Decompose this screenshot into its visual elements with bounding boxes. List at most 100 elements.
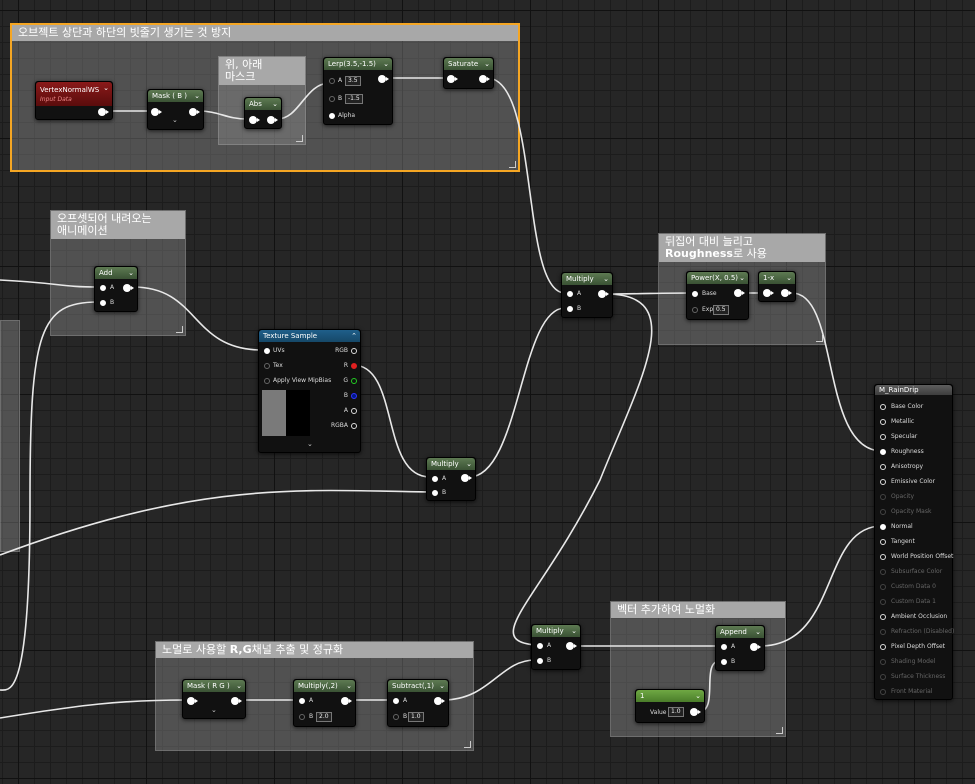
chevron-down-icon[interactable]: ⌄	[603, 275, 609, 283]
node-mask-b[interactable]: Mask ( B )⌄ ⌄	[147, 89, 204, 130]
chevron-down-icon[interactable]: ⌄	[439, 682, 445, 690]
input-pin[interactable]	[187, 697, 198, 705]
input-pin-a[interactable]	[100, 285, 106, 291]
chevron-down-icon[interactable]: ⌄	[128, 269, 134, 277]
material-input-pin[interactable]	[880, 569, 886, 575]
value-a[interactable]: 3.5	[345, 76, 361, 86]
input-pin-b[interactable]	[721, 659, 727, 665]
resize-grip[interactable]	[296, 135, 303, 142]
chevron-down-icon[interactable]: ⌄	[739, 274, 745, 282]
chevron-down-icon[interactable]: ⌄	[307, 440, 313, 448]
input-pin-base[interactable]	[692, 291, 698, 297]
material-input-pin[interactable]	[880, 419, 886, 425]
node-power[interactable]: Power(X, 0.5)⌄ Base Exp 0.5	[686, 271, 749, 320]
node-subtract[interactable]: Subtract(,1)⌄ A B 1.0	[387, 679, 449, 727]
material-input-pin[interactable]	[880, 644, 886, 650]
input-pin-b[interactable]	[537, 658, 543, 664]
material-input-pin[interactable]	[880, 509, 886, 515]
chevron-down-icon[interactable]: ⌄	[194, 92, 200, 100]
node-header[interactable]: Saturate⌄	[444, 58, 493, 70]
input-pin-b[interactable]	[299, 714, 305, 720]
output-pin[interactable]	[690, 708, 701, 716]
material-input-pin[interactable]	[880, 479, 886, 485]
chevron-down-icon[interactable]: ⌄	[346, 682, 352, 690]
node-add[interactable]: Add⌄ A B	[94, 266, 138, 312]
material-input-pin[interactable]	[880, 659, 886, 665]
node-header[interactable]: Texture Sample⌃	[259, 330, 360, 342]
material-input-pin[interactable]	[880, 539, 886, 545]
input-pin[interactable]	[249, 116, 260, 124]
material-input-pin[interactable]	[880, 689, 886, 695]
chevron-down-icon[interactable]: ⌄	[484, 60, 490, 68]
chevron-down-icon[interactable]: ⌄	[236, 682, 242, 690]
output-pin[interactable]	[98, 108, 109, 116]
chevron-down-icon[interactable]: ⌄	[695, 692, 701, 700]
input-pin-b[interactable]	[393, 714, 399, 720]
output-pin[interactable]	[781, 289, 792, 297]
input-pin-a[interactable]	[721, 644, 727, 650]
value-input[interactable]: 1.0	[668, 707, 684, 717]
input-pin[interactable]	[763, 289, 774, 297]
node-header[interactable]: Multiply⌄	[532, 625, 580, 637]
resize-grip[interactable]	[776, 727, 783, 734]
input-pin-b[interactable]	[100, 300, 106, 306]
input-pin-a[interactable]	[299, 698, 305, 704]
input-pin-exp[interactable]	[692, 307, 698, 313]
output-pin[interactable]	[123, 284, 134, 292]
node-one-minus[interactable]: 1-x⌄	[758, 271, 796, 302]
chevron-down-icon[interactable]: ⌄	[383, 60, 389, 68]
node-header[interactable]: M_RainDrip	[875, 385, 952, 395]
value-b[interactable]: 2.0	[316, 712, 332, 722]
material-input-pin[interactable]	[880, 434, 886, 440]
node-header[interactable]: Lerp(3.5,-1.5)⌄	[324, 58, 392, 70]
output-pin[interactable]	[479, 75, 490, 83]
material-input-pin[interactable]	[880, 674, 886, 680]
input-pin-a[interactable]	[537, 643, 543, 649]
value-exp[interactable]: 0.5	[713, 305, 729, 315]
material-input-pin[interactable]	[880, 554, 886, 560]
input-pin-a[interactable]	[432, 476, 438, 482]
output-pin[interactable]	[267, 116, 278, 124]
output-pin[interactable]	[598, 290, 609, 298]
input-pin-b[interactable]	[432, 490, 438, 496]
node-multiply-top[interactable]: Multiply⌄ A B	[561, 272, 613, 318]
resize-grip[interactable]	[176, 326, 183, 333]
output-pin[interactable]	[434, 697, 445, 705]
material-input-pin[interactable]	[880, 464, 886, 470]
comment-left-edge[interactable]	[0, 320, 20, 552]
node-header[interactable]: Subtract(,1)⌄	[388, 680, 448, 692]
node-header[interactable]: Multiply(,2)⌄	[294, 680, 355, 692]
resize-grip[interactable]	[816, 335, 823, 342]
node-mask-rg[interactable]: Mask ( R G )⌄ ⌄	[182, 679, 246, 719]
input-pin-tex[interactable]	[264, 363, 270, 369]
resize-grip[interactable]	[464, 741, 471, 748]
chevron-down-icon[interactable]: ⌄	[272, 100, 278, 108]
node-multiply-mid[interactable]: Multiply⌄ A B	[426, 457, 476, 501]
output-pin-a[interactable]	[351, 408, 357, 414]
chevron-up-icon[interactable]: ⌃	[351, 332, 357, 340]
output-pin-b[interactable]	[351, 393, 357, 399]
chevron-down-icon[interactable]: ⌄	[571, 627, 577, 635]
chevron-down-icon[interactable]: ⌄	[786, 274, 792, 282]
material-input-pin[interactable]	[880, 449, 886, 455]
input-pin-mip[interactable]	[264, 378, 270, 384]
node-texture-sample[interactable]: Texture Sample⌃ UVs Tex Apply View MipBi…	[258, 329, 361, 453]
input-pin-b[interactable]	[567, 306, 573, 312]
node-header[interactable]: Multiply⌄	[562, 273, 612, 285]
chevron-down-icon[interactable]: ⌄	[172, 116, 178, 124]
output-pin[interactable]	[750, 643, 761, 651]
output-pin[interactable]	[378, 75, 389, 83]
material-input-pin[interactable]	[880, 614, 886, 620]
node-header[interactable]: Append⌄	[716, 626, 764, 638]
node-header[interactable]: 1⌄	[636, 690, 704, 702]
output-pin-r[interactable]	[351, 363, 357, 369]
material-input-pin[interactable]	[880, 494, 886, 500]
node-header[interactable]: Mask ( R G )⌄	[183, 680, 245, 692]
node-append[interactable]: Append⌄ A B	[715, 625, 765, 671]
node-header[interactable]: Multiply⌄	[427, 458, 475, 470]
node-header[interactable]: Abs⌄	[245, 98, 281, 110]
node-header[interactable]: VertexNormalWS⌄Input Data	[36, 82, 112, 106]
chevron-down-icon[interactable]: ⌄	[466, 460, 472, 468]
output-pin-rgb[interactable]	[351, 348, 357, 354]
